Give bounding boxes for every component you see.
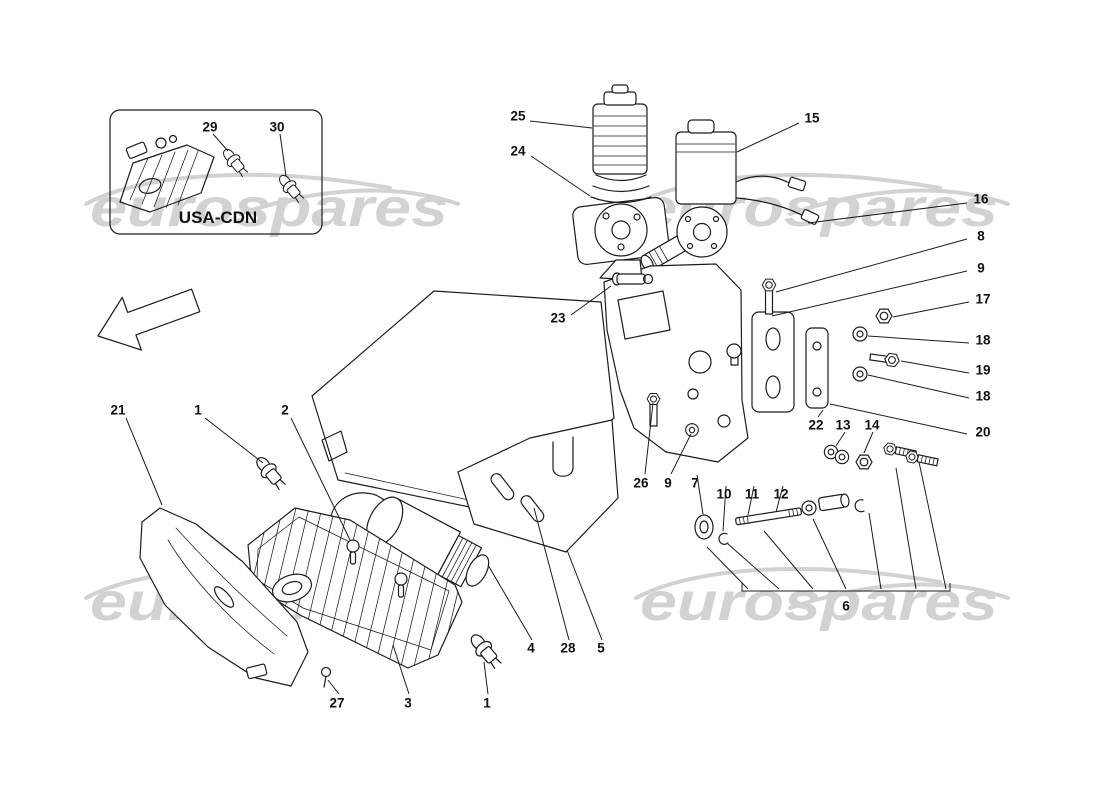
screw-27-icon	[320, 666, 332, 688]
mount-hardware	[694, 441, 939, 545]
washer-11-icon	[801, 500, 817, 516]
pump-15	[640, 119, 820, 272]
inset-headlight-sketch	[119, 134, 215, 213]
washer-18b-icon	[852, 366, 868, 382]
nut-14-icon	[855, 454, 873, 470]
watermark-bottom-right	[634, 566, 1010, 634]
watermark-top-left	[84, 172, 460, 240]
pump-assembly-24-25	[572, 84, 670, 265]
washer-13b-icon	[834, 449, 850, 465]
vibration-mount	[751, 278, 795, 413]
direction-arrow-icon	[97, 288, 201, 351]
outer-panel	[139, 507, 309, 687]
washer-18-icon	[852, 326, 868, 342]
mounting-bracket	[599, 259, 749, 463]
bulb-1-bottom-icon	[465, 629, 506, 673]
plate-22	[805, 327, 829, 409]
washer-9-icon	[685, 423, 699, 437]
screw-2-icon	[346, 539, 360, 565]
group-6-bracket	[706, 461, 951, 592]
bolt-19-head-icon	[883, 352, 901, 368]
inset-label: USA-CDN	[179, 208, 257, 227]
projector-cylinder	[366, 496, 490, 588]
screw-4-icon	[394, 572, 408, 598]
fasteners-right-column	[852, 308, 901, 382]
nut-17-icon	[875, 308, 893, 324]
bolt-26-icon	[646, 393, 661, 427]
headlight-bracket	[457, 419, 619, 553]
bolt-6b-icon	[904, 449, 939, 467]
bolt-26-head-icon	[646, 393, 661, 405]
usa-cdn-inset: USA-CDN	[109, 109, 323, 235]
headlight-assembly	[247, 492, 490, 669]
leader-lines	[125, 120, 970, 695]
bolt-19-icon	[869, 352, 901, 368]
bolt-8-head-icon	[761, 278, 777, 292]
